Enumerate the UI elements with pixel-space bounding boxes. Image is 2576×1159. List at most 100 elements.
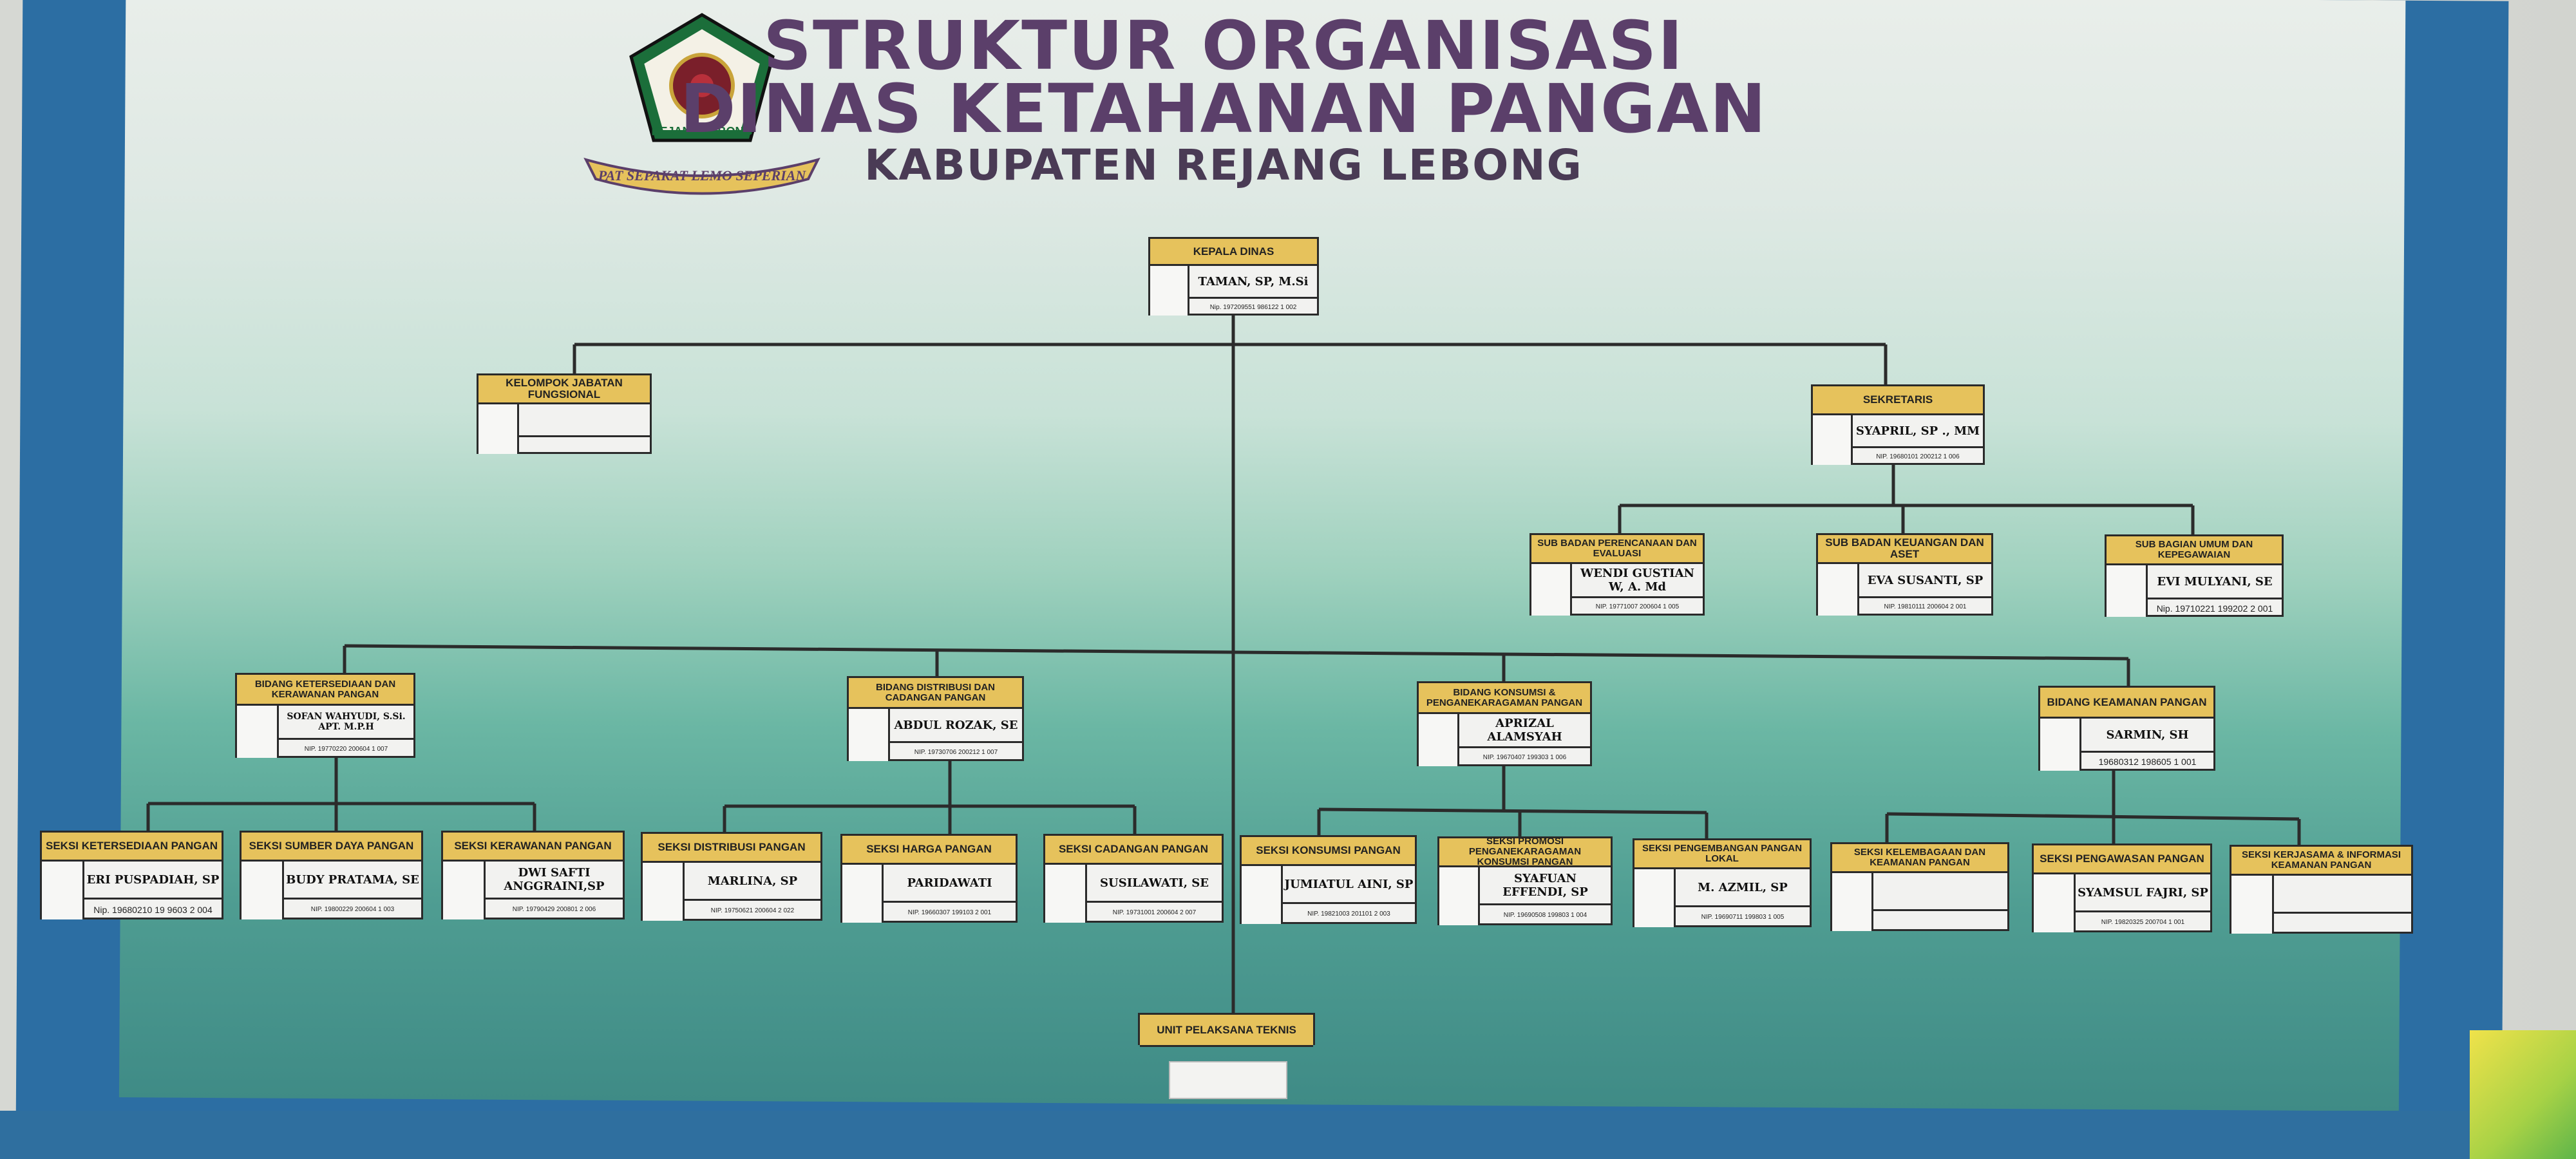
upt-name-slip bbox=[1169, 1061, 1287, 1099]
official-name: APRIZAL ALAMSYAH bbox=[1459, 714, 1590, 748]
official-name: SARMIN, SH bbox=[2081, 719, 2213, 753]
official-nip bbox=[1873, 911, 2007, 931]
title-line-3: KABUPATEN REJANG LEBONG bbox=[864, 140, 1583, 190]
official-nip: NIP. 19770220 200604 1 007 bbox=[304, 745, 388, 753]
photo-slot bbox=[1439, 867, 1480, 925]
official-nip: NIP. 19690711 199803 1 005 bbox=[1701, 914, 1785, 921]
colorful-object bbox=[2470, 1030, 2576, 1159]
photo-slot bbox=[1531, 564, 1572, 616]
official-nip: NIP. 19810111 200604 2 001 bbox=[1884, 603, 1967, 610]
official-name: PARIDAWATI bbox=[884, 865, 1016, 903]
org-box-title: UNIT PELAKSANA TEKNIS bbox=[1140, 1015, 1313, 1047]
rejang-lebong-logo: REJANG LEBONG PAT SEPAKAT LEMO SEPERIAN bbox=[583, 13, 820, 195]
official-nip: Nip. 19680210 19 9603 2 004 bbox=[93, 904, 213, 915]
official-nip: NIP. 19790429 200801 2 006 bbox=[512, 906, 596, 913]
org-box-title: KEPALA DINAS bbox=[1150, 239, 1317, 266]
org-box-title: SEKSI KERAWANAN PANGAN bbox=[443, 833, 623, 862]
org-box-title: SEKSI PROMOSI PENGANEKARAGAMAN KONSUMSI … bbox=[1439, 836, 1611, 867]
org-box-title: SUB BADAN KEUANGAN DAN ASET bbox=[1818, 535, 1991, 564]
photo-slot bbox=[643, 863, 685, 921]
official-nip: NIP. 19820325 200704 1 001 bbox=[2101, 919, 2185, 926]
photo-slot bbox=[1634, 869, 1676, 927]
official-name: ABDUL ROZAK, SE bbox=[890, 709, 1022, 743]
official-name: MARLINA, SP bbox=[685, 863, 820, 901]
official-name: ERI PUSPADIAH, SP bbox=[84, 862, 222, 900]
official-name: EVA SUSANTI, SP bbox=[1859, 564, 1991, 598]
org-box-title: SEKSI PENGAWASAN PANGAN bbox=[2034, 845, 2210, 874]
official-name bbox=[2274, 876, 2411, 914]
official-name: SOFAN WAHYUDI, S.Si. APT. M.P.H bbox=[279, 706, 413, 740]
org-box-fungsional: KELOMPOK JABATAN FUNGSIONAL bbox=[477, 373, 652, 454]
official-nip: Nip. 19710221 199202 2 001 bbox=[2156, 603, 2273, 614]
org-box-title: SEKRETARIS bbox=[1813, 386, 1983, 415]
official-name bbox=[519, 404, 650, 437]
photo-slot bbox=[242, 862, 284, 919]
official-nip: NIP. 19771007 200604 1 005 bbox=[1595, 603, 1680, 610]
org-box-title: SEKSI HARGA PANGAN bbox=[842, 836, 1016, 865]
title-line-2: DINAS KETAHANAN PANGAN bbox=[679, 70, 1768, 148]
official-nip: NIP. 19730706 200212 1 007 bbox=[914, 748, 998, 756]
official-name: DWI SAFTI ANGGRAINI,SP bbox=[486, 862, 623, 900]
org-box-bid1: BIDANG KETERSEDIAAN DAN KERAWANAN PANGAN… bbox=[235, 673, 415, 758]
org-box-title: BIDANG KEAMANAN PANGAN bbox=[2040, 688, 2213, 719]
org-box-title: SEKSI KERJASAMA & INFORMASI KEAMANAN PAN… bbox=[2231, 847, 2411, 876]
official-nip bbox=[2274, 914, 2411, 934]
org-box-title: SUB BAGIAN UMUM DAN KEPEGAWAIAN bbox=[2107, 536, 2282, 565]
official-nip: NIP. 19821003 201101 2 003 bbox=[1307, 910, 1390, 918]
photo-slot bbox=[1419, 714, 1459, 766]
org-box-title: SUB BADAN PERENCANAAN DAN EVALUASI bbox=[1531, 535, 1703, 564]
official-name: M. AZMIL, SP bbox=[1676, 869, 1810, 907]
org-box-title: SEKSI DISTRIBUSI PANGAN bbox=[643, 834, 820, 863]
org-box-title: BIDANG DISTRIBUSI DAN CADANGAN PANGAN bbox=[849, 678, 1022, 709]
photo-slot bbox=[1832, 873, 1873, 931]
org-box-title: SEKSI CADANGAN PANGAN bbox=[1045, 836, 1222, 865]
photo-slot bbox=[478, 404, 519, 454]
official-name: SYAFUAN EFFENDI, SP bbox=[1480, 867, 1611, 905]
org-box-title: SEKSI KONSUMSI PANGAN bbox=[1242, 837, 1415, 866]
title-line-1: STRUKTUR ORGANISASI bbox=[763, 6, 1684, 85]
official-nip: NIP. 19660307 199103 2 001 bbox=[907, 909, 992, 916]
org-box-title: BIDANG KONSUMSI & PENGANEKARAGAMAN PANGA… bbox=[1419, 683, 1590, 714]
photo-slot bbox=[2034, 874, 2076, 932]
official-name: JUMIATUL AINI, SP bbox=[1283, 866, 1415, 904]
org-box-bid3: BIDANG KONSUMSI & PENGANEKARAGAMAN PANGA… bbox=[1417, 681, 1592, 766]
org-box-title: SEKSI PENGEMBANGAN PANGAN LOKAL bbox=[1634, 840, 1810, 869]
photo-slot bbox=[237, 706, 279, 758]
photo-slot bbox=[1150, 266, 1189, 316]
org-box-title: KELOMPOK JABATAN FUNGSIONAL bbox=[478, 375, 650, 404]
photo-slot bbox=[443, 862, 486, 919]
connector-line bbox=[1886, 812, 2300, 821]
official-nip: NIP. 19690508 199803 1 004 bbox=[1503, 912, 1587, 919]
official-name bbox=[1873, 873, 2007, 911]
org-box-title: BIDANG KETERSEDIAAN DAN KERAWANAN PANGAN bbox=[237, 675, 413, 706]
official-name: WENDI GUSTIAN W, A. Md bbox=[1572, 564, 1703, 598]
official-nip: NIP. 19731001 200604 2 007 bbox=[1112, 909, 1197, 916]
official-nip: NIP. 19680101 200212 1 006 bbox=[1876, 453, 1960, 460]
official-name: SYAPRIL, SP ., MM bbox=[1853, 415, 1983, 448]
connector-line bbox=[1318, 807, 1707, 815]
official-nip: NIP. 19670407 199303 1 006 bbox=[1482, 753, 1567, 761]
photo-slot bbox=[1813, 415, 1853, 465]
photo-slot bbox=[842, 865, 884, 923]
org-box-s12: SEKSI KERJASAMA & INFORMASI KEAMANAN PAN… bbox=[2230, 845, 2413, 934]
official-nip: 19680312 198605 1 001 bbox=[2098, 757, 2197, 767]
photo-slot bbox=[2107, 565, 2148, 617]
photo-slot bbox=[42, 862, 84, 919]
photo-slot bbox=[2040, 719, 2081, 771]
official-nip: NIP. 19750621 200604 2 022 bbox=[710, 907, 795, 914]
logo-text: REJANG LEBONG bbox=[651, 125, 752, 138]
official-name: SUSILAWATI, SE bbox=[1087, 865, 1222, 903]
